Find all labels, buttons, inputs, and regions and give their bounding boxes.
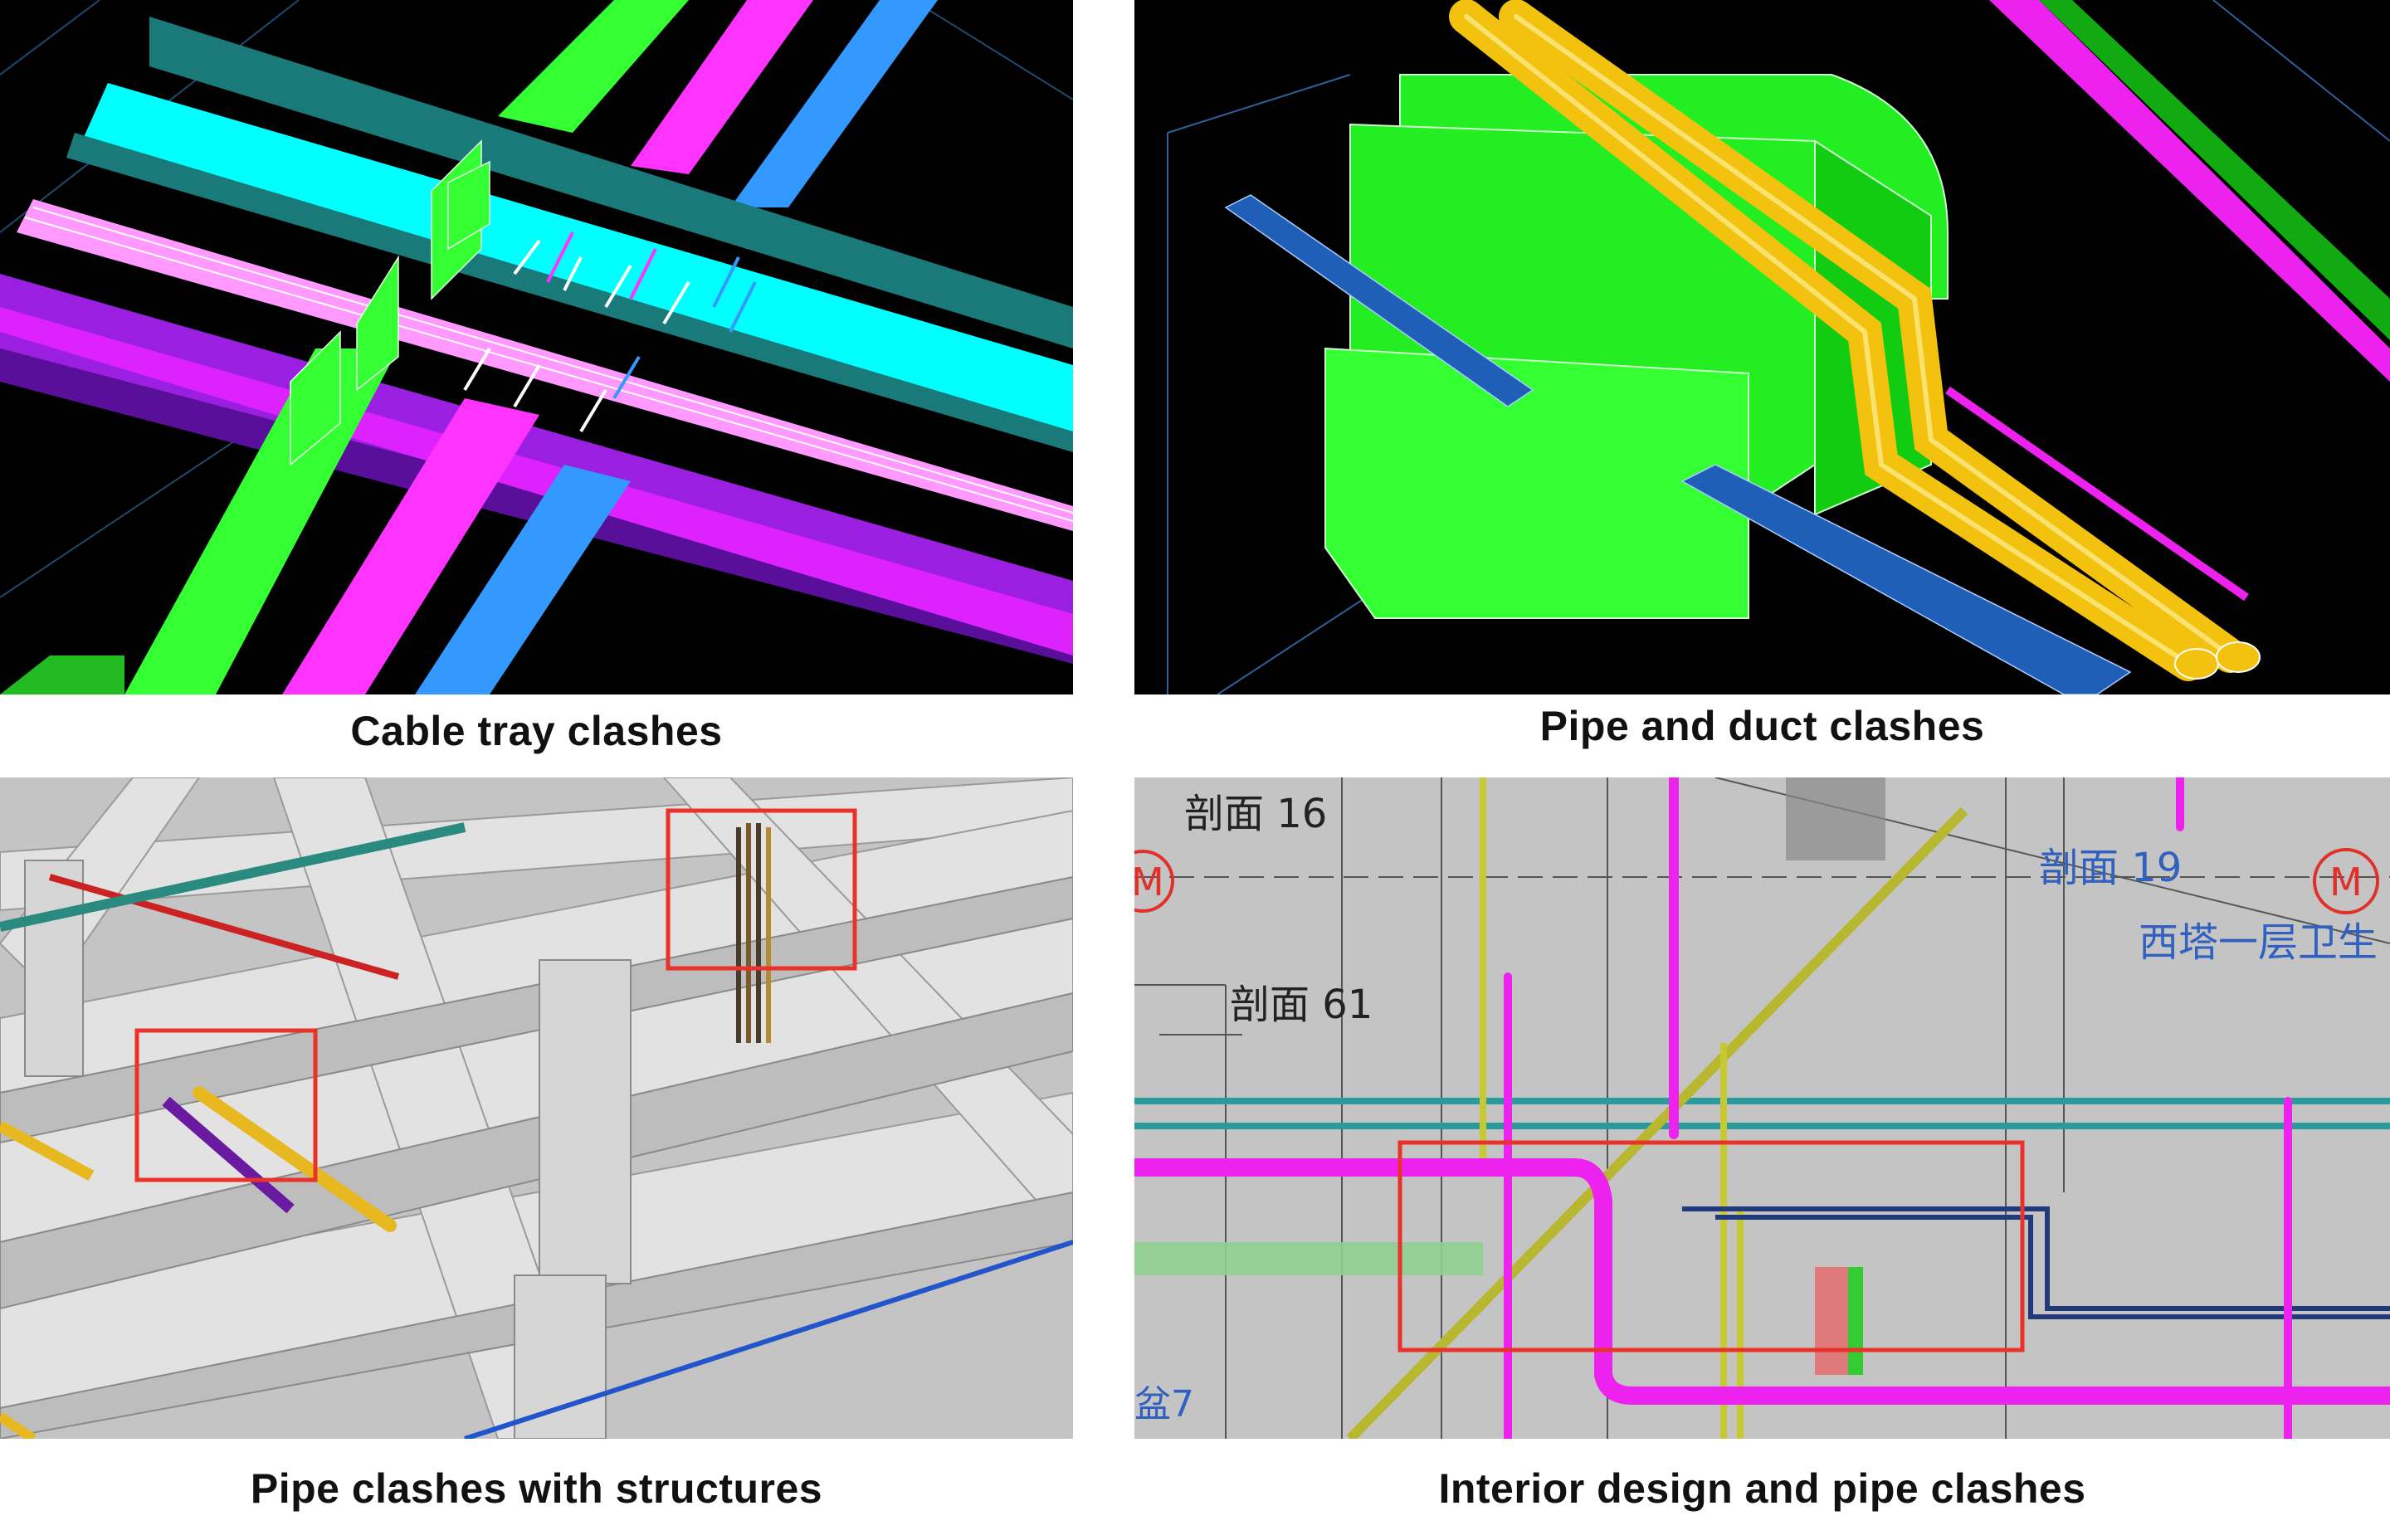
magenta-pipes [1134,777,2390,1439]
cyan-tray [75,83,1073,440]
svg-text:M: M [2329,860,2363,904]
clash-highlight-box-1 [666,808,857,971]
olive-diagonal-pipe [1346,807,1968,1439]
magenta-pipe-top [1989,0,2390,382]
cable-tray-clash-render [0,0,1073,694]
teal-tray-back [149,17,1073,348]
caption-pipe-structures: Pipe clashes with structures [250,1465,823,1512]
green-tray-top [498,0,689,133]
section-61-label: 剖面 61 [1230,982,1373,1028]
pipe-duct-clash-render [1167,0,2390,694]
caption-cable-tray: Cable tray clashes [350,708,723,754]
section-16-label: 剖面 16 [1184,791,1327,837]
section-19-label: 剖面 19 [2039,845,2182,891]
blue-channel-right [1680,464,2132,694]
blue-tray-bottom [415,465,631,694]
clash-highlight-box-2 [134,1028,318,1182]
pink-tray [17,199,1073,531]
caption-interior-pipe: Interior design and pipe clashes [1438,1465,2086,1512]
svg-text:M: M [1134,860,1164,904]
clash-highlight-box [1397,1140,2025,1352]
blue-channel-left [1224,194,1534,407]
grid-marker-right: M [2313,848,2379,914]
pipe-structure-clash-render [0,777,1073,1439]
magenta-thin-pipe [1945,386,2249,602]
blue-tray-top [730,0,938,207]
basin-label: 盆7 [1134,1383,1194,1425]
yellow-pipes [1449,0,2247,681]
cable-tray-clash-image [0,0,1073,694]
green-tray-bottom [124,348,398,694]
concrete-beams [0,777,1073,1439]
grid-marker-left: M [1134,850,1174,913]
magenta-tray-bottom [282,398,539,694]
pipe-duct-clash-image [1134,0,2390,694]
interior-pipe-clash-image: 剖面 16 剖面 61 剖面 19 西塔一层卫生 盆7 M M [1134,777,2390,1439]
room-label: 西塔一层卫生 [2139,919,2378,966]
green-pipe-top [2039,0,2390,340]
magenta-tray-top [631,0,813,174]
pipe-structure-clash-image [0,777,1073,1439]
caption-pipe-duct: Pipe and duct clashes [1539,703,1985,749]
interior-pipe-clash-render: 剖面 16 剖面 61 剖面 19 西塔一层卫生 盆7 M M [1134,777,2390,1439]
